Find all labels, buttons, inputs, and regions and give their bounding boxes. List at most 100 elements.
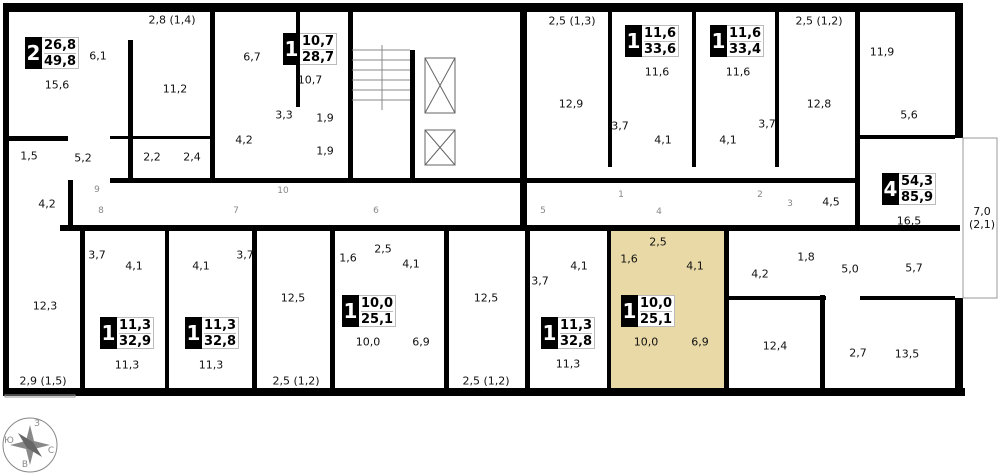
room-area-label: 12,4 [762, 339, 788, 353]
balcony-outline [4, 137, 998, 398]
room-area-label: 11,3 [555, 357, 581, 371]
room-area-label: 16,5 [896, 214, 922, 228]
room-count: 4 [882, 173, 899, 205]
living-area: 11,3 [119, 318, 152, 334]
total-area: 32,9 [119, 334, 152, 349]
room-area-label: 11,6 [644, 65, 670, 79]
stairs [352, 45, 410, 110]
total-area: 25,1 [640, 312, 673, 327]
room-area-label: 3,7 [758, 117, 776, 131]
total-area: 32,8 [560, 334, 593, 349]
total-area: 33,4 [729, 42, 762, 57]
room-area-label: 3,7 [531, 274, 549, 288]
room-area-label: 2,5 (1,2) [795, 14, 843, 28]
room-area-label: 6,7 [243, 50, 261, 64]
room-count: 2 [25, 37, 42, 69]
room-area-label: 2,5 (1,3) [548, 14, 596, 28]
room-area-label: 1,8 [797, 250, 815, 264]
room-count: 1 [100, 317, 117, 349]
living-area: 11,3 [560, 318, 593, 334]
compass-north-label: З [34, 419, 40, 429]
room-area-label: 1,6 [339, 251, 357, 265]
room-area-label: 12,5 [473, 291, 499, 305]
room-area-label: 12,5 [280, 291, 306, 305]
room-area-label: 4,1 [402, 257, 420, 271]
entrance-door-number: 7 [233, 206, 239, 216]
room-area-label: 4,2 [235, 133, 253, 147]
room-area-label: 2,5 (1,2) [272, 374, 320, 388]
living-area: 11,3 [204, 318, 237, 334]
room-area-label: 2,5 [649, 235, 667, 249]
room-area-label: 5,0 [841, 262, 859, 276]
room-area-label: 10,0 [355, 335, 381, 349]
compass-icon [2, 417, 58, 473]
living-area: 10,0 [361, 296, 394, 312]
room-area-label: 4,1 [192, 259, 210, 273]
room-area-label: 11,9 [869, 45, 895, 59]
walls [3, 3, 965, 396]
room-area-label: 6,9 [412, 335, 430, 349]
room-area-label: 1,9 [316, 111, 334, 125]
compass-south-label: В [21, 460, 29, 470]
room-count: 1 [621, 295, 638, 327]
room-area-label: 4,2 [751, 267, 769, 281]
room-area-label: 4,1 [125, 259, 143, 273]
room-area-label: 3,7 [88, 248, 106, 262]
compass-west-label: Ю [4, 436, 14, 446]
room-area-label: 2,7 [849, 346, 867, 360]
room-area-label: 12,8 [806, 97, 832, 111]
entrance-door-number: 8 [98, 206, 104, 216]
entrance-door-number: 6 [373, 206, 379, 216]
entrance-door-number: 5 [540, 206, 546, 216]
room-count: 1 [710, 25, 727, 57]
room-area-label: 11,2 [162, 82, 188, 96]
room-area-label: 3,3 [275, 108, 293, 122]
room-area-label: 11,6 [725, 65, 751, 79]
compass-east-label: С [47, 446, 55, 456]
living-area: 26,8 [44, 38, 77, 54]
room-count: 1 [625, 25, 642, 57]
living-area: 11,6 [729, 26, 762, 42]
room-area-label: 15,6 [44, 78, 70, 92]
room-area-label: 2,4 [183, 150, 201, 164]
room-area-label: 2,5 (1,2) [462, 374, 510, 388]
living-area: 10,7 [302, 34, 335, 50]
room-count: 1 [541, 317, 558, 349]
room-area-label: 2,8 (1,4) [148, 13, 196, 27]
room-area-label: 4,1 [719, 133, 737, 147]
room-area-label: 5,6 [900, 108, 918, 122]
room-area-label: 4,1 [570, 259, 588, 273]
room-area-label: 10,7 [297, 73, 323, 87]
room-area-label: 4,5 [822, 195, 840, 209]
room-area-label: 4,1 [686, 259, 704, 273]
entrance-door-number: 3 [787, 199, 793, 209]
room-area-label: 10,0 [633, 335, 659, 349]
room-count: 1 [185, 317, 202, 349]
room-area-label: 11,3 [114, 358, 140, 372]
entrance-door-number: 4 [656, 207, 662, 217]
elevators [424, 57, 456, 166]
room-area-label: 3,7 [611, 119, 629, 133]
room-area-label: 12,3 [32, 299, 58, 313]
room-area-label: 11,3 [198, 358, 224, 372]
living-area: 54,3 [901, 174, 934, 190]
room-area-label: 4,1 [654, 133, 672, 147]
room-area-label: 12,9 [558, 97, 584, 111]
total-area: 33,6 [644, 42, 677, 57]
living-area: 11,6 [644, 26, 677, 42]
room-area-label: 5,7 [905, 261, 923, 275]
living-area: 10,0 [640, 296, 673, 312]
room-area-label: 6,1 [89, 49, 107, 63]
